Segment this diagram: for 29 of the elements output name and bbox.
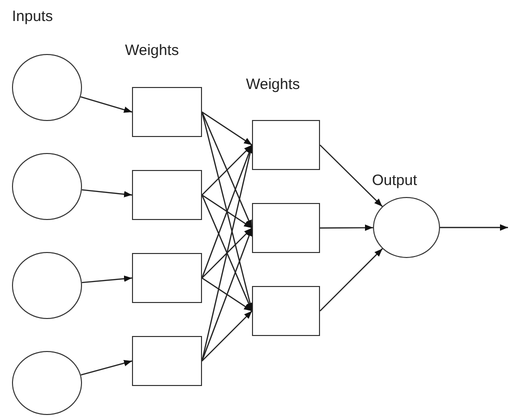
arrow bbox=[82, 276, 132, 284]
weight-box bbox=[132, 170, 202, 220]
arrow bbox=[201, 228, 253, 362]
weight-box bbox=[132, 336, 202, 386]
column-heading: Weights bbox=[246, 76, 300, 93]
arrow bbox=[320, 248, 383, 312]
arrow bbox=[202, 310, 252, 362]
arrow bbox=[320, 224, 373, 231]
column-heading: Output bbox=[372, 172, 418, 189]
column-heading: Weights bbox=[125, 42, 179, 59]
arrow bbox=[80, 360, 132, 376]
weight-box bbox=[132, 253, 202, 303]
arrow bbox=[80, 96, 132, 113]
weight-box bbox=[252, 120, 320, 170]
arrow bbox=[320, 144, 383, 207]
arrow bbox=[201, 194, 253, 312]
arrow bbox=[202, 112, 252, 146]
arrow bbox=[202, 278, 252, 312]
arrow bbox=[201, 112, 253, 228]
arrow bbox=[202, 144, 252, 196]
arrow bbox=[440, 224, 508, 231]
column-heading: Inputs bbox=[12, 8, 53, 25]
weight-box bbox=[252, 203, 320, 253]
arrow bbox=[202, 228, 252, 278]
arrow bbox=[82, 189, 132, 198]
neuron-circle bbox=[373, 197, 440, 258]
weight-box bbox=[252, 286, 320, 336]
arrow bbox=[202, 194, 252, 228]
weight-box bbox=[132, 87, 202, 137]
